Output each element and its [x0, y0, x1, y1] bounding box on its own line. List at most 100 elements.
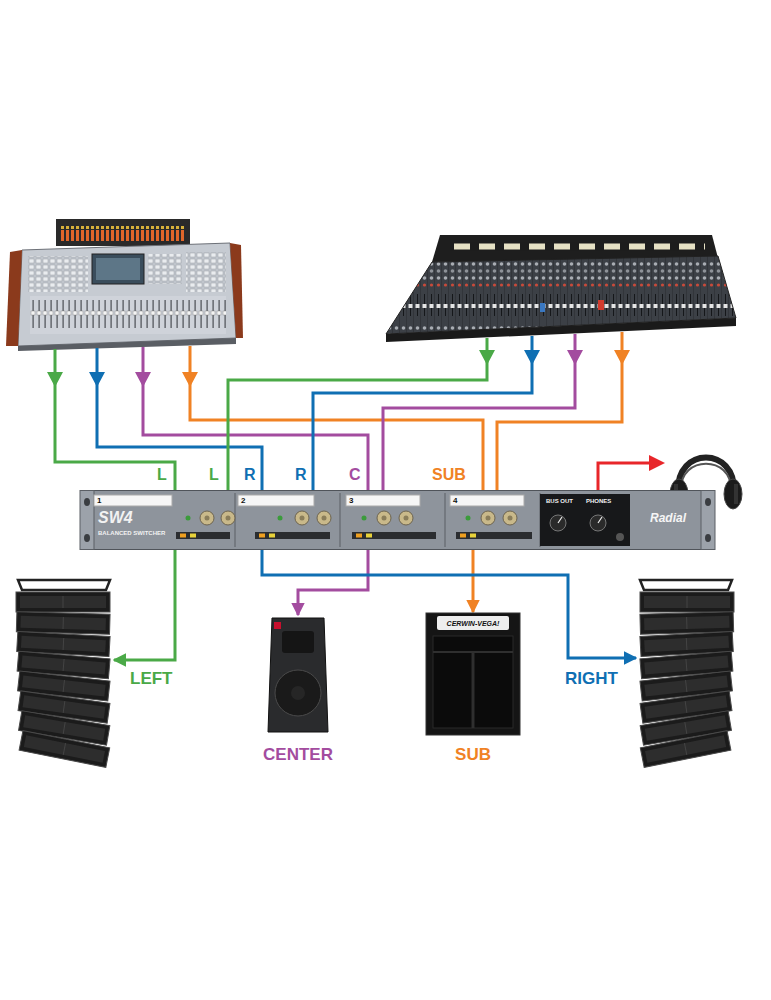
- grille-divider: [63, 743, 65, 755]
- grille-divider: [63, 596, 64, 608]
- cabinet: [640, 731, 731, 768]
- grille-divider: [686, 638, 688, 650]
- grille: [20, 616, 106, 630]
- knob: [221, 511, 235, 525]
- model-subtitle: BALANCED SWITCHER: [98, 530, 165, 536]
- grille-divider: [686, 617, 687, 629]
- grille-divider: [63, 701, 65, 713]
- rack-hole: [84, 534, 90, 542]
- left-speaker-art: [14, 578, 114, 762]
- led: [278, 516, 283, 521]
- channel-number: 1: [97, 497, 101, 505]
- digital-console: [6, 219, 243, 351]
- knob-cap: [205, 516, 210, 521]
- signal-cable: [472, 550, 475, 612]
- digital-console: [18, 338, 236, 351]
- console-wires: [313, 336, 532, 490]
- digital-console: [186, 252, 226, 292]
- wire-arrowheads: [182, 372, 198, 387]
- headphones: [681, 464, 731, 490]
- digital-console: [148, 254, 182, 284]
- rack-hole: [705, 534, 711, 542]
- array-cabinet: [19, 731, 110, 768]
- led: [362, 516, 367, 521]
- logo-band: [437, 616, 509, 630]
- signal-label: C: [348, 467, 362, 483]
- knob: [317, 511, 331, 525]
- cabinet: [640, 612, 734, 635]
- switcher-unit: SW4BALANCED SWITCHER1234BUS OUTPHONESRad…: [80, 490, 715, 550]
- wire-arrowheads: [89, 372, 105, 387]
- cabinet: [640, 592, 734, 612]
- wire-arrowheads: [47, 372, 63, 387]
- console-wires: [55, 332, 622, 490]
- button-row: [352, 532, 436, 539]
- grille-divider: [687, 596, 688, 608]
- label-strip: [450, 495, 524, 506]
- grille-divider: [63, 659, 64, 671]
- grille: [20, 596, 106, 608]
- headphone-feed: [649, 455, 665, 471]
- grille-divider: [63, 722, 65, 734]
- console-wires: [497, 332, 622, 490]
- digital-console: [96, 258, 140, 280]
- line-array: [640, 580, 734, 767]
- signal-label: R: [243, 467, 257, 483]
- signal-label: R: [294, 467, 308, 483]
- knob: [590, 515, 606, 531]
- rack-ear: [80, 491, 94, 550]
- panel-label: BUS OUT: [546, 498, 573, 504]
- grille: [24, 735, 105, 762]
- button-row: [255, 532, 330, 539]
- knob-cap: [508, 516, 513, 521]
- led: [186, 516, 191, 521]
- signal-label: SUB: [431, 467, 467, 483]
- channel-number: 2: [241, 497, 245, 505]
- knob-pointer: [558, 517, 562, 523]
- array-cabinet: [16, 592, 110, 612]
- wire-arrowheads: [567, 350, 583, 365]
- jack: [616, 533, 624, 541]
- brand-badge: [274, 622, 281, 629]
- subwoofer-art: [425, 612, 521, 736]
- button-row: [456, 532, 532, 539]
- left-speaker: LEFT: [14, 578, 114, 762]
- rack-panel: [81, 491, 715, 550]
- right-speaker-art: [636, 578, 736, 762]
- rack-hole: [84, 498, 90, 506]
- cabinet: [426, 613, 520, 735]
- knob: [200, 511, 214, 525]
- output-panel: [540, 494, 630, 546]
- analog-console: [598, 300, 604, 310]
- grille-divider: [686, 680, 687, 692]
- port-shelf: [433, 651, 513, 653]
- array-cabinet: [640, 731, 731, 768]
- signal-cable: [114, 550, 175, 660]
- wire-arrowheads: [614, 350, 630, 365]
- rack-ear: [701, 491, 715, 550]
- cabinet: [16, 592, 110, 612]
- rigging-frame: [640, 580, 732, 590]
- digital-console: [6, 250, 22, 346]
- knob-cap: [486, 516, 491, 521]
- grille: [645, 735, 726, 762]
- grille-divider: [684, 743, 686, 755]
- console-wires: [228, 338, 487, 490]
- grille: [644, 616, 730, 630]
- section-divider: [444, 493, 446, 547]
- grille-divider: [63, 638, 65, 650]
- led: [269, 534, 275, 538]
- array-cabinet: [640, 612, 734, 635]
- knob-cap: [382, 516, 387, 521]
- led: [466, 516, 471, 521]
- right-speaker: RIGHT: [636, 578, 736, 762]
- led: [190, 534, 196, 538]
- digital-console: [60, 223, 186, 243]
- subwoofer: CERWIN-VEGA!SUB: [425, 612, 521, 736]
- array-cabinet: [16, 612, 110, 635]
- model-name: SW4: [98, 510, 133, 526]
- label-strip: [346, 495, 420, 506]
- brand-logo: CERWIN-VEGA!: [447, 620, 500, 627]
- grille-divider: [686, 659, 687, 671]
